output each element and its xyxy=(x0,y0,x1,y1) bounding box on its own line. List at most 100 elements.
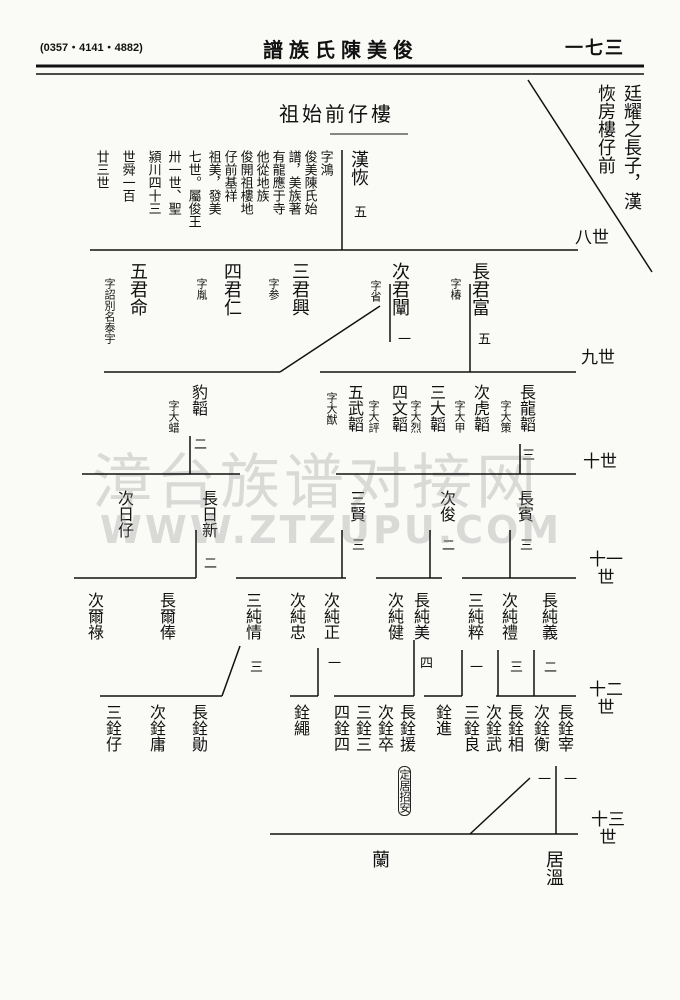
zi-jun-chan: 字省 xyxy=(369,280,382,302)
person-quan-heng: 次銓衡 xyxy=(531,704,550,752)
person-ju-wen: 居溫 xyxy=(543,850,564,886)
person-chun-yi: 長純義 xyxy=(539,592,558,640)
intro-col-5: 他從地族 xyxy=(253,150,269,202)
num-chun-li: 三 xyxy=(507,660,522,673)
page-number: 一七三 xyxy=(565,38,625,59)
person-chun-zheng: 次純正 xyxy=(321,592,340,640)
intro-col-3: 譜，美族著 xyxy=(285,150,301,215)
intro-col-13: 廿三世 xyxy=(93,150,109,189)
num-bao-tao: 二 xyxy=(191,437,206,450)
num-quan-zai: 一 xyxy=(561,772,576,785)
person-da-tao: 三大韜 xyxy=(427,384,446,432)
num-bin: 三 xyxy=(517,538,532,551)
zi-wen-tao: 字大烈 xyxy=(409,400,422,433)
person-jun-fu: 長君富 xyxy=(469,262,490,316)
person-jun: 次俊 xyxy=(437,490,456,522)
zi-jun-fu: 字椿 xyxy=(449,278,462,300)
person-quan-liang: 三銓良 xyxy=(461,704,480,752)
num-quan-heng: 一 xyxy=(535,772,550,785)
person-quan-wu: 次銓武 xyxy=(483,704,502,752)
num-chun-zheng: 一 xyxy=(325,656,340,669)
num-chun-cui: 一 xyxy=(467,660,482,673)
person-quan-zai: 長銓宰 xyxy=(555,704,574,752)
intro-col-12: 世舜一百 xyxy=(119,150,135,202)
num-xian: 三 xyxy=(349,538,364,551)
zi-long-tao: 字大策 xyxy=(499,400,512,433)
num-chun-yi: 二 xyxy=(541,660,556,673)
person-quan-san: 三銓三 xyxy=(353,704,372,752)
watermark-en: WWW.ZTZUPU.COM xyxy=(100,508,563,552)
zi-jun-xing: 字参 xyxy=(267,278,280,300)
gen-label-13: 十三世 xyxy=(591,810,625,848)
person-quan-sheng: 銓繩 xyxy=(291,704,310,736)
person-long-tao: 長龍韜 xyxy=(517,384,536,432)
zi-jun-ren: 字胤 xyxy=(195,278,208,300)
intro-col-6: 俊開祖樓地 xyxy=(237,150,253,215)
person-chun-jian: 次純健 xyxy=(385,592,404,640)
person-quan-si: 四銓四 xyxy=(331,704,350,752)
person-quan-yong: 次銓庸 xyxy=(147,704,166,752)
person-quan-jin: 銓進 xyxy=(433,704,452,736)
intro-col-2: 俊美陳氏始 xyxy=(301,150,317,215)
person-chun-qing: 三純情 xyxy=(243,592,262,640)
num-chun-qing: 三 xyxy=(247,660,262,673)
person-quan-zu: 次銓卒 xyxy=(375,704,394,752)
watermark-cn: 漳台族谱对接网 xyxy=(92,448,540,518)
person-wen-tao: 四文韜 xyxy=(389,384,408,432)
phone-code: (0357・4141・4882) xyxy=(40,42,143,54)
person-quan-yuan: 長銓援 xyxy=(397,704,416,752)
gen-label-12: 十二世 xyxy=(589,680,623,718)
num-jun-chan: 一 xyxy=(395,332,410,345)
num-ri-xin: 二 xyxy=(201,556,216,569)
person-er-feng: 長爾俸 xyxy=(157,592,176,640)
founder-name: 漢恢 xyxy=(348,150,369,186)
person-quan-zai2: 三銓仔 xyxy=(103,704,122,752)
intro-col-4: 有龍應于寺 xyxy=(269,150,285,215)
side-note-1: 廷耀之長子，漢 xyxy=(621,84,642,210)
gen-label-10: 十世 xyxy=(583,452,617,472)
person-jun-chan: 次君闡 xyxy=(389,262,410,316)
person-wu-tao: 五武韜 xyxy=(345,384,364,432)
num-chun-mei: 四 xyxy=(417,656,432,669)
intro-col-11: 潁川四十三 xyxy=(145,150,161,215)
person-jun-ming: 五君命 xyxy=(127,262,148,316)
founder-num: 五 xyxy=(351,205,366,218)
intro-col-7: 仔前基祥 xyxy=(221,150,237,202)
intro-col-9: 七世。屬俊王 xyxy=(185,150,201,228)
intro-col-10: 卅一世、聖 xyxy=(165,150,181,215)
num-jun: 二 xyxy=(439,538,454,551)
zi-hu-tao: 字大甲 xyxy=(453,400,466,433)
person-ri-zai: 次日仔 xyxy=(115,490,134,538)
zi-jun-ming: 字詔別名泰宇 xyxy=(103,278,116,344)
person-ri-xin: 長日新 xyxy=(199,490,218,538)
person-chun-zhong: 次純忠 xyxy=(287,592,306,640)
person-lan: 蘭 xyxy=(369,850,390,868)
intro-col-8: 祖美，發美 xyxy=(205,150,221,215)
zi-da-you: 字大猷 xyxy=(325,392,338,425)
person-jun-xing: 三君興 xyxy=(289,262,310,316)
person-er-lu: 次爾祿 xyxy=(85,592,104,640)
zi-wu-tao: 字大評 xyxy=(367,400,380,433)
zi-bao-tao: 字大蜡 xyxy=(167,400,180,433)
num-long-tao: 三 xyxy=(519,448,534,461)
gen-label-8: 八世 xyxy=(575,228,609,248)
person-chun-li: 次純禮 xyxy=(499,592,518,640)
person-bin: 長賓 xyxy=(515,490,534,522)
gen-label-11: 十一世 xyxy=(589,550,623,588)
page-header-title: 譜族氏陳美俊 xyxy=(263,38,419,62)
intro-col-1: 字鴻 xyxy=(317,150,333,176)
person-jun-ren: 四君仁 xyxy=(221,262,242,316)
person-xian: 三賢 xyxy=(347,490,366,522)
person-bao-tao: 豹韜 xyxy=(189,384,208,416)
side-note-2: 恢房樓仔前 xyxy=(595,84,616,174)
person-chun-cui: 三純粹 xyxy=(465,592,484,640)
person-hu-tao: 次虎韜 xyxy=(471,384,490,432)
section-title: 祖始前仔樓 xyxy=(279,102,394,126)
person-quan-xun: 長銓勛 xyxy=(189,704,208,752)
num-jun-fu: 五 xyxy=(475,332,490,345)
person-chun-mei: 長純美 xyxy=(411,592,430,640)
person-quan-xiang: 長銓相 xyxy=(505,704,524,752)
settlement-seal: 定居招安 xyxy=(398,766,411,816)
gen-label-9: 九世 xyxy=(581,348,615,368)
